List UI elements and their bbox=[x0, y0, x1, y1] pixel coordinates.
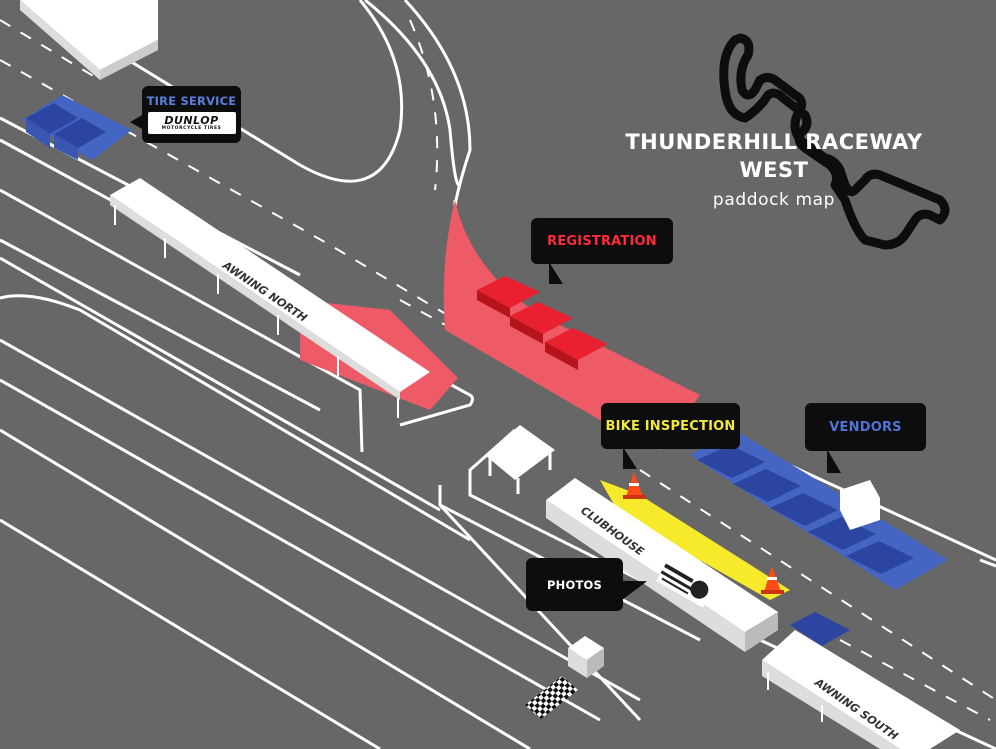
registration-callout[interactable]: REGISTRATION bbox=[531, 218, 673, 284]
photos-label: PHOTOS bbox=[547, 577, 602, 592]
map-title: THUNDERHILL RACEWAY bbox=[625, 130, 923, 154]
bike-inspection-label: BIKE INSPECTION bbox=[605, 418, 736, 434]
map-subtitle: paddock map bbox=[712, 190, 836, 210]
vendors-zone bbox=[690, 430, 948, 646]
callout-pointer bbox=[623, 447, 643, 469]
small-shelter bbox=[485, 425, 555, 494]
tire-service-label: TIRE SERVICE bbox=[146, 94, 237, 108]
checkered-flag-icon bbox=[525, 676, 578, 719]
inspection-zone bbox=[600, 480, 790, 600]
callout-pointer bbox=[827, 449, 847, 473]
dunlop-name: DUNLOP bbox=[164, 113, 219, 127]
callout-pointer bbox=[549, 262, 571, 284]
photos-callout[interactable]: PHOTOS bbox=[526, 558, 647, 611]
tire-service-callout[interactable]: TIRE SERVICE DUNLOP MOTORCYCLE TIRES bbox=[130, 86, 241, 143]
registration-tents bbox=[477, 276, 608, 370]
dunlop-logo: DUNLOP MOTORCYCLE TIRES bbox=[147, 112, 236, 134]
vendors-label: VENDORS bbox=[829, 419, 902, 435]
traffic-cone-icon bbox=[761, 566, 784, 594]
registration-label: REGISTRATION bbox=[547, 233, 657, 249]
callout-pointer bbox=[130, 114, 144, 130]
map-title-block: THUNDERHILL RACEWAY WEST paddock map bbox=[618, 128, 930, 211]
track-outline-icon bbox=[719, 33, 950, 250]
top-left-building bbox=[20, 0, 158, 80]
dunlop-tagline: MOTORCYCLE TIRES bbox=[161, 125, 222, 131]
map-title-line2: WEST bbox=[739, 158, 809, 182]
small-cube bbox=[568, 636, 604, 678]
bike-inspection-callout[interactable]: BIKE INSPECTION bbox=[601, 403, 740, 469]
clubhouse-logo bbox=[656, 560, 715, 608]
vendors-callout[interactable]: VENDORS bbox=[805, 403, 926, 473]
registration-zone bbox=[443, 200, 700, 450]
traffic-cone-icon bbox=[623, 472, 646, 499]
clubhouse: CLUBHOUSE bbox=[546, 478, 778, 652]
tire-service-zone bbox=[22, 95, 132, 160]
